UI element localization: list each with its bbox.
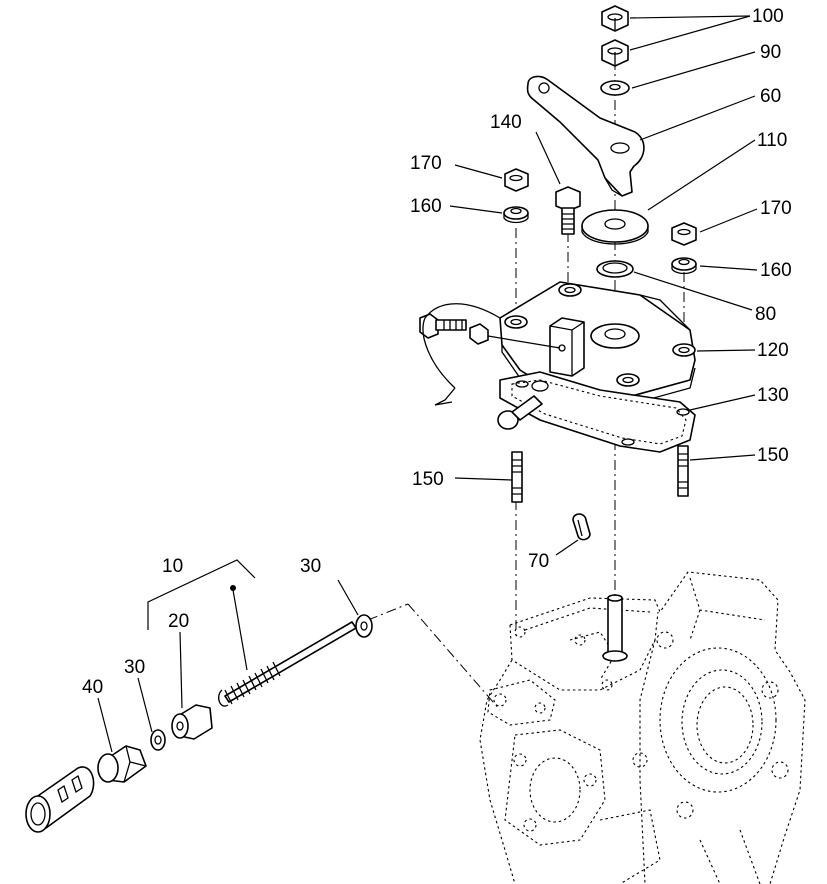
callout-30-right: 30 [300, 556, 321, 577]
clamp-bolt [419, 313, 561, 349]
stud-150-right [677, 445, 689, 497]
callout-30-left: 30 [124, 657, 145, 678]
callout-10: 10 [162, 556, 183, 577]
callout-170-right: 170 [760, 198, 792, 219]
stud-150-left [511, 451, 523, 503]
washer-90 [600, 80, 630, 96]
leader-lines [97, 15, 758, 753]
bolt-140 [555, 186, 581, 235]
washer-30-left [150, 729, 166, 751]
callout-90: 90 [760, 42, 781, 63]
rod-spring [218, 621, 357, 707]
washer-160-right [671, 257, 697, 275]
callout-70: 70 [528, 551, 549, 572]
gearbox-housing [479, 571, 806, 884]
callout-labels: 100 90 60 140 110 170 160 170 160 80 120… [82, 6, 792, 698]
callout-110: 110 [757, 130, 787, 151]
adjuster-nut-20 [171, 704, 213, 740]
callout-170-left: 170 [410, 153, 442, 174]
callout-160-right: 160 [760, 260, 792, 281]
nut-100-top [601, 5, 629, 32]
pivot-bolt [497, 395, 543, 430]
callout-150-left: 150 [412, 469, 444, 490]
callout-60: 60 [760, 86, 781, 107]
key-70 [572, 513, 591, 541]
callout-80: 80 [755, 304, 776, 325]
nut-170-right [671, 222, 697, 246]
callout-120: 120 [757, 340, 789, 361]
bracket-10 [147, 559, 256, 671]
callout-20: 20 [168, 611, 189, 632]
washer-160-left [503, 206, 529, 224]
lever-60 [526, 75, 645, 197]
o-ring-80 [596, 260, 634, 278]
sleeve [25, 766, 95, 833]
callout-40: 40 [82, 677, 103, 698]
nut-170-left [504, 168, 529, 192]
cable-loop [422, 294, 691, 406]
cap-nut-40 [97, 745, 147, 783]
nut-100-bottom [601, 39, 629, 67]
callout-150-right: 150 [757, 445, 789, 466]
washer-110 [581, 209, 649, 245]
callout-160-left: 160 [410, 196, 442, 217]
callout-140: 140 [490, 112, 522, 133]
housing-shaft [602, 594, 628, 662]
callout-130: 130 [757, 385, 789, 406]
washer-30-right [355, 614, 373, 638]
callout-100: 100 [752, 6, 784, 27]
